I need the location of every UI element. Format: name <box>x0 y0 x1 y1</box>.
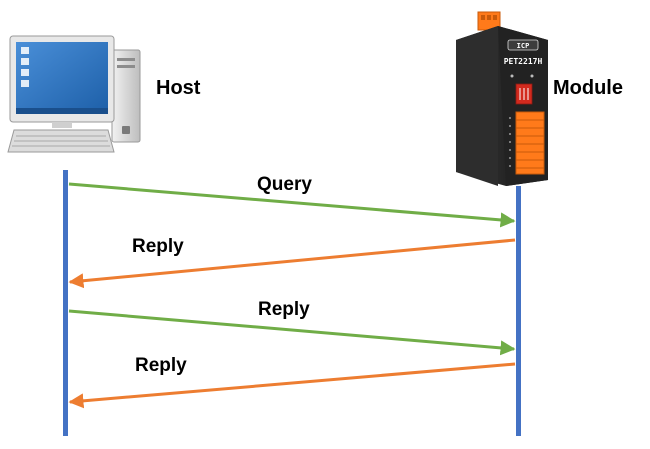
message-label-reply-2: Reply <box>258 299 310 320</box>
message-label-reply-1: Reply <box>132 236 184 257</box>
reply-arrow-3 <box>68 362 516 409</box>
message-label-reply-3: Reply <box>135 355 187 376</box>
reply-arrow-2 <box>68 309 516 356</box>
host-label: Host <box>156 77 201 99</box>
query-arrow <box>68 182 516 228</box>
module-lifeline <box>516 186 521 436</box>
svg-text:ICP: ICP <box>517 42 530 50</box>
desktop-computer-icon <box>7 35 141 153</box>
io-module-icon: ICP PET2217H <box>456 11 548 186</box>
reply-arrow-1 <box>68 238 516 289</box>
module-model-label: PET2217H <box>504 57 543 66</box>
message-label-query: Query <box>257 174 312 195</box>
host-lifeline <box>63 170 68 436</box>
module-label: Module <box>553 77 623 99</box>
